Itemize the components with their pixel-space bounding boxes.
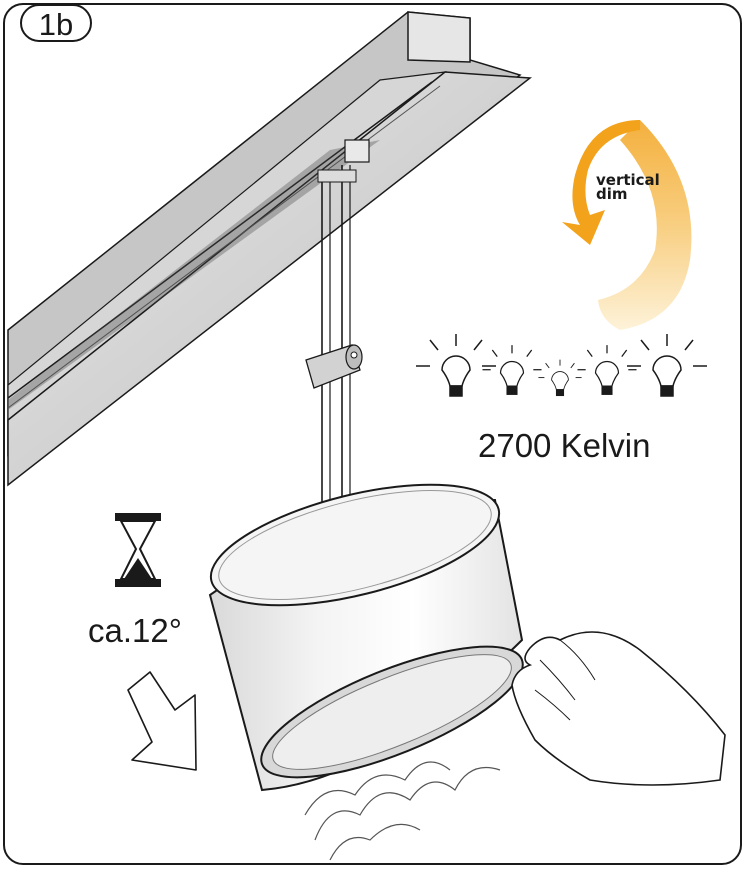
step-badge: 1b — [20, 4, 92, 42]
hourglass-icon — [115, 513, 161, 587]
panel-frame — [3, 3, 742, 865]
tilt-angle-label: ca.12° — [88, 612, 182, 649]
pendant-lamp — [208, 483, 524, 792]
vertical-dim-line1: vertical — [596, 171, 660, 189]
rotation-arrow-icon — [562, 120, 692, 330]
motion-lines — [304, 761, 501, 861]
suspension-wires — [317, 139, 370, 520]
ceiling-rail — [7, 11, 533, 487]
vertical-dim-line2: dim — [596, 185, 628, 203]
vertical-dim-label: vertical dim — [596, 171, 666, 203]
hand-icon — [511, 631, 726, 786]
bulb-icon — [416, 334, 707, 397]
color-temperature-label: 2700 Kelvin — [478, 427, 651, 464]
down-arrow-icon — [127, 671, 197, 771]
cable-adjuster — [305, 344, 363, 389]
step-label: 1b — [38, 7, 74, 42]
